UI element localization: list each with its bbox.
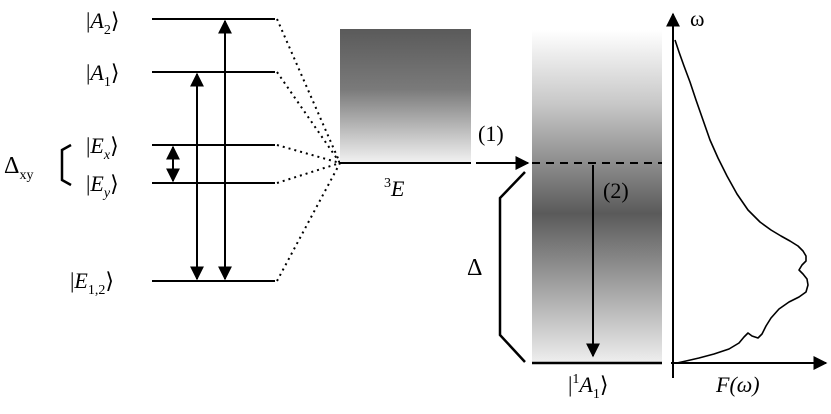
svg-text:|A1⟩: |A1⟩	[86, 60, 119, 90]
svg-text:|E1,2⟩: |E1,2⟩	[70, 268, 114, 298]
level-a2-label: |A2⟩	[86, 8, 119, 38]
fine-structure-levels	[152, 18, 275, 282]
singlet-band	[532, 30, 662, 364]
svg-text:|Ex⟩: |Ex⟩	[86, 133, 119, 163]
process-2-label: (2)	[603, 178, 629, 203]
level-ex-label: |Ex⟩	[86, 133, 119, 163]
convergence-dotted-lines	[276, 18, 341, 282]
delta-xy-bracket	[60, 143, 72, 187]
omega-axis-label: ω	[690, 6, 704, 31]
triplet-label: 3E	[384, 176, 405, 201]
gap-delta-bracket	[498, 171, 526, 363]
singlet-label: |1A1⟩	[568, 372, 608, 402]
process-1-label: (1)	[478, 121, 504, 146]
delta-xy-label: Δxy	[4, 153, 33, 183]
level-e12-label: |E1,2⟩	[70, 268, 114, 298]
f-omega-axis-label: F(ω)	[715, 372, 760, 397]
gap-delta-label: Δ	[467, 255, 482, 281]
level-ey-label: |Ey⟩	[86, 171, 119, 201]
triplet-band	[340, 29, 471, 163]
level-a1-label: |A1⟩	[86, 60, 119, 90]
svg-text:|A2⟩: |A2⟩	[86, 8, 119, 38]
svg-text:|Ey⟩: |Ey⟩	[86, 171, 119, 201]
emission-spectrum-curve	[674, 39, 809, 364]
